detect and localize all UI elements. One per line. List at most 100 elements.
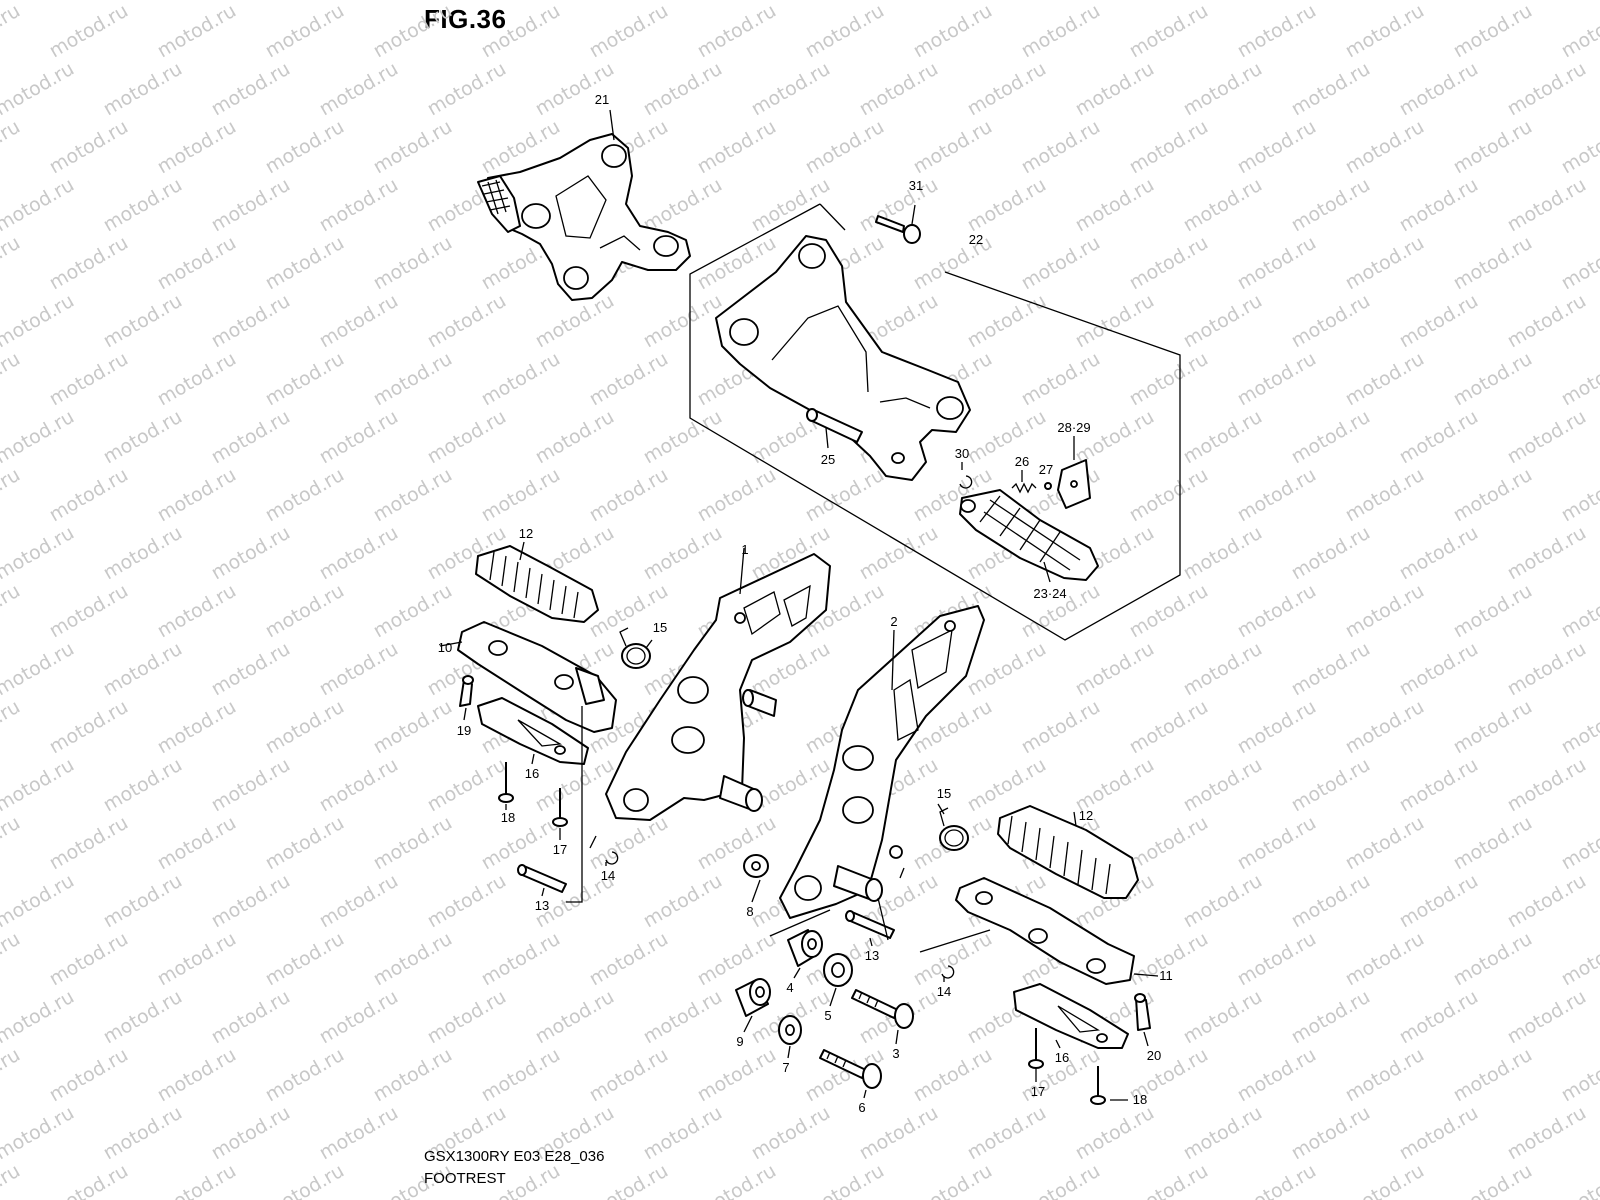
- watermark-text: motod.ru: [370, 348, 456, 411]
- watermark-text: motod.ru: [1018, 232, 1104, 295]
- watermark-text: motod.ru: [532, 406, 618, 469]
- watermark-text: motod.ru: [46, 348, 132, 411]
- assembly-guide-lines: [566, 706, 991, 953]
- watermark-text: motod.ru: [1504, 290, 1590, 353]
- watermark-text: motod.ru: [154, 580, 240, 643]
- watermark-text: motod.ru: [424, 58, 510, 121]
- watermark-text: motod.ru: [1018, 1160, 1104, 1200]
- watermark-text: motod.ru: [586, 928, 672, 991]
- watermark-text: motod.ru: [0, 522, 78, 585]
- watermark-text: motod.ru: [910, 116, 996, 179]
- watermark-text: motod.ru: [964, 638, 1050, 701]
- watermark-text: motod.ru: [370, 0, 456, 62]
- watermark-text: motod.ru: [46, 464, 132, 527]
- callout-15-left: 15: [653, 620, 667, 635]
- watermark-text: motod.ru: [1504, 58, 1590, 121]
- callout-3: 3: [892, 1046, 899, 1061]
- watermark-text: motod.ru: [1342, 232, 1428, 295]
- callout-23-24: 23·24: [1033, 586, 1066, 601]
- watermark-text: motod.ru: [478, 464, 564, 527]
- watermark-text: motod.ru: [316, 522, 402, 585]
- watermark-text: motod.ru: [0, 116, 24, 179]
- watermark-text: motod.ru: [262, 928, 348, 991]
- watermark-text: motod.ru: [370, 696, 456, 759]
- watermark-text: motod.ru: [1396, 58, 1482, 121]
- watermark-text: motod.ru: [0, 580, 24, 643]
- watermark-text: motod.ru: [100, 174, 186, 237]
- watermark-text: motod.ru: [640, 986, 726, 1049]
- part-22-rear-bracket: [715, 235, 971, 481]
- watermark-text: motod.ru: [1342, 696, 1428, 759]
- callout-16-left: 16: [525, 766, 539, 781]
- watermark-text: motod.ru: [0, 1102, 78, 1165]
- watermark-text: motod.ru: [1126, 116, 1212, 179]
- callout-4: 4: [786, 980, 793, 995]
- part-15-right-spring: [939, 807, 969, 851]
- watermark-text: motod.ru: [46, 1044, 132, 1107]
- watermark-text: motod.ru: [1558, 580, 1600, 643]
- watermark-text: motod.ru: [1558, 232, 1600, 295]
- callout-30: 30: [955, 446, 969, 461]
- watermark-text: motod.ru: [100, 986, 186, 1049]
- watermark-text: motod.ru: [1126, 696, 1212, 759]
- watermark-text: motod.ru: [0, 464, 24, 527]
- watermark-text: motod.ru: [1450, 464, 1536, 527]
- watermark-text: motod.ru: [0, 406, 78, 469]
- watermark-text: motod.ru: [856, 58, 942, 121]
- watermark-text: motod.ru: [1450, 0, 1536, 62]
- part-31-bolt: [875, 204, 921, 244]
- callout-leaders: [463, 639, 1149, 1101]
- callout-25: 25: [821, 452, 835, 467]
- watermark-text: motod.ru: [1558, 464, 1600, 527]
- callout-2: 2: [890, 614, 897, 629]
- callout-10: 10: [438, 640, 452, 655]
- watermark-text: motod.ru: [1558, 928, 1600, 991]
- watermark-text: motod.ru: [1504, 754, 1590, 817]
- watermark-text: motod.ru: [1018, 348, 1104, 411]
- callout-17-right: 17: [1031, 1084, 1045, 1099]
- watermark-text: motod.ru: [0, 232, 24, 295]
- watermark-text: motod.ru: [478, 928, 564, 991]
- watermark-text: motod.ru: [1288, 870, 1374, 933]
- watermark-text: motod.ru: [1234, 1044, 1320, 1107]
- part-19-bush: [459, 675, 474, 707]
- watermark-text: motod.ru: [262, 116, 348, 179]
- part-16-right-plate: [1013, 983, 1129, 1049]
- watermark-text: motod.ru: [100, 754, 186, 817]
- watermark-text: motod.ru: [262, 348, 348, 411]
- watermark-text: motod.ru: [1072, 754, 1158, 817]
- watermark-text: motod.ru: [316, 638, 402, 701]
- watermark-text: motod.ru: [262, 696, 348, 759]
- watermark-text: motod.ru: [0, 290, 78, 353]
- watermark-text: motod.ru: [478, 348, 564, 411]
- watermark-text: motod.ru: [424, 870, 510, 933]
- watermark-text: motod.ru: [1234, 812, 1320, 875]
- watermark-text: motod.ru: [1234, 1160, 1320, 1200]
- watermark-text: motod.ru: [1288, 638, 1374, 701]
- watermark-text: motod.ru: [1234, 580, 1320, 643]
- watermark-text: motod.ru: [370, 464, 456, 527]
- watermark-text: motod.ru: [1072, 638, 1158, 701]
- callout-22: 22: [969, 232, 983, 247]
- watermark-text: motod.ru: [694, 464, 780, 527]
- callout-20: 20: [1147, 1048, 1161, 1063]
- watermark-text: motod.ru: [1072, 174, 1158, 237]
- watermark-text: motod.ru: [424, 290, 510, 353]
- part-25-pin: [806, 408, 863, 449]
- watermark-text: motod.ru: [208, 522, 294, 585]
- watermark-text: motod.ru: [1126, 1160, 1212, 1200]
- watermark-text: motod.ru: [748, 1102, 834, 1165]
- watermark-text: motod.ru: [1450, 580, 1536, 643]
- watermark-text: motod.ru: [1342, 1160, 1428, 1200]
- watermark-text: motod.ru: [0, 1160, 24, 1200]
- callout-8: 8: [746, 904, 753, 919]
- watermark-text: motod.ru: [1450, 1044, 1536, 1107]
- watermark-text: motod.ru: [586, 348, 672, 411]
- watermark-text: motod.ru: [424, 406, 510, 469]
- watermark-text: motod.ru: [316, 174, 402, 237]
- watermark-text: motod.ru: [802, 464, 888, 527]
- watermark-text: motod.ru: [1342, 812, 1428, 875]
- watermark-text: motod.ru: [1126, 0, 1212, 62]
- watermark-text: motod.ru: [910, 0, 996, 62]
- callout-12-right: 12: [1079, 808, 1093, 823]
